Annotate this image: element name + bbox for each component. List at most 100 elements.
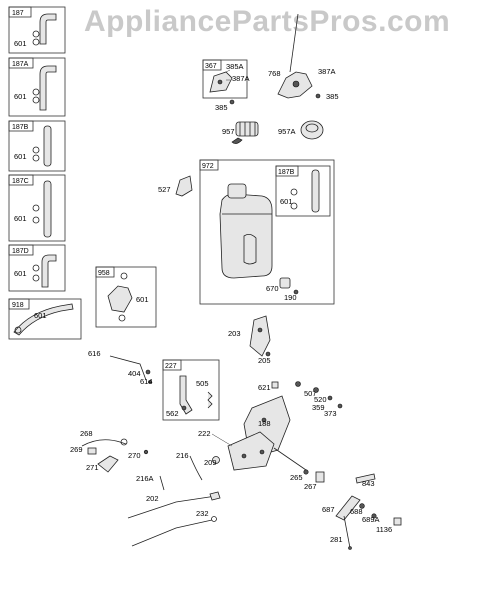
part-group-187B[interactable]: 187B 601 — [8, 120, 66, 172]
callout-957: 957 — [222, 127, 235, 136]
callout-188: 188 — [258, 419, 271, 428]
screw-icon — [315, 93, 321, 99]
part-group-918[interactable]: 918 601 — [8, 298, 82, 340]
screw-icon — [257, 327, 263, 333]
hose-straight-187C — [43, 180, 52, 238]
cable-268 — [81, 439, 127, 447]
callout-190: 190 — [284, 293, 297, 302]
callout-281: 281 — [330, 535, 343, 544]
callout-387A: 387A — [318, 67, 336, 76]
bracket-269 — [87, 447, 97, 455]
callout-621: 621 — [258, 383, 271, 392]
callout-1136: 1136 — [376, 525, 392, 534]
part-group-216A[interactable]: 216A — [136, 474, 165, 491]
callout-227: 227 — [165, 363, 177, 370]
callout-616: 616 — [88, 349, 101, 358]
part-group-957[interactable]: 957 — [222, 121, 259, 144]
hose-elbow-187D — [41, 254, 57, 288]
part-group-520[interactable]: 520 — [313, 387, 327, 405]
part-group-1136[interactable]: 1136 — [376, 517, 402, 534]
callout-216A: 216A — [136, 474, 154, 483]
clamp-icon — [32, 216, 40, 224]
clamp-icon — [32, 264, 40, 272]
part-group-957A[interactable]: 957A — [278, 120, 324, 140]
clamp-icon — [290, 188, 298, 196]
part-group-616[interactable]: 616 404 614 — [88, 349, 153, 386]
part-group-202[interactable]: 202 — [127, 491, 221, 519]
screw-icon — [241, 453, 247, 459]
part-group-527[interactable]: 527 — [158, 175, 193, 197]
callout-507: 507 — [304, 389, 317, 398]
part-group-227[interactable]: 227 505 562 — [162, 359, 220, 421]
box-958-tab — [95, 266, 115, 278]
hose-straight-187B — [43, 125, 52, 167]
part-group-688[interactable]: 688 — [350, 503, 365, 516]
control-lever-616 — [109, 355, 147, 381]
part-group-265[interactable]: 265 — [290, 469, 309, 482]
bushing-507 — [295, 381, 301, 387]
link-216A — [159, 475, 165, 491]
part-group-187[interactable]: 187 601 — [8, 6, 66, 54]
callout-562: 562 — [166, 409, 179, 418]
part-group-187C[interactable]: 187C 601 — [8, 174, 66, 242]
part-group-367[interactable]: 367 385A 387A — [202, 59, 250, 99]
clamp-icon — [32, 88, 40, 96]
box-227-tab — [162, 359, 182, 371]
washer-689A — [371, 513, 377, 519]
part-group-268[interactable]: 268 — [80, 429, 128, 447]
part-group-843[interactable]: 843 — [355, 473, 376, 488]
throttle-lever-227 — [179, 375, 193, 415]
box-367 — [202, 59, 248, 99]
part-group-216[interactable]: 216 — [176, 451, 203, 481]
clamp-icon — [32, 38, 40, 46]
part-group-271[interactable]: 271 — [86, 455, 119, 473]
part-group-373[interactable]: 373 — [324, 403, 343, 418]
part-group-768[interactable]: 768 387A 385 — [268, 13, 339, 101]
part-group-359[interactable]: 359 — [312, 395, 333, 412]
callout-601: 601 — [280, 197, 293, 206]
nut-1136 — [393, 517, 402, 526]
part-group-209[interactable]: 209 — [204, 456, 220, 468]
fuel-filter-670 — [279, 277, 291, 289]
lever-687 — [335, 495, 361, 521]
box-187B-inner-tab — [275, 165, 299, 177]
part-group-203[interactable]: 203 205 — [228, 315, 271, 365]
clamp-icon — [32, 146, 40, 154]
callout-527: 527 — [158, 185, 171, 194]
link-rod-281 — [343, 515, 351, 549]
box-187 — [8, 6, 66, 54]
part-group-972[interactable]: 972 187B 601 670 190 — [199, 159, 335, 305]
fuel-tank — [219, 193, 273, 279]
box-187C-tab — [8, 174, 34, 186]
callout-843: 843 — [362, 479, 375, 488]
callout-216: 216 — [176, 451, 189, 460]
part-group-958[interactable]: 958 601 — [95, 266, 157, 328]
cap-tether — [231, 137, 243, 144]
box-187A-tab — [8, 57, 34, 69]
bracket-527 — [175, 175, 193, 197]
part-group-267[interactable]: 267 — [304, 471, 325, 491]
leader-line — [225, 69, 231, 81]
part-group-232[interactable]: 232 — [131, 509, 217, 547]
part-group-507[interactable]: 507 — [295, 381, 317, 399]
clamp-icon — [32, 274, 40, 282]
part-group-187D[interactable]: 187D 601 — [8, 244, 66, 292]
part-group-687[interactable]: 687 — [322, 495, 361, 521]
part-group-270[interactable]: 270 — [128, 449, 149, 460]
screw-icon — [348, 546, 352, 550]
part-group-689A[interactable]: 689A — [362, 513, 380, 524]
part-group-281[interactable]: 281 — [330, 515, 352, 550]
callout-601: 601 — [14, 269, 27, 278]
part-group-621[interactable]: 621 — [258, 381, 279, 392]
callout-385A: 385A — [226, 62, 244, 71]
part-group-187A[interactable]: 187A 601 — [8, 57, 66, 117]
callout-689A: 689A — [362, 515, 380, 524]
box-187D-tab — [8, 244, 34, 256]
callout-768: 768 — [268, 69, 281, 78]
part-group-188-222[interactable]: 188 222 — [198, 395, 307, 471]
control-plate-222 — [227, 431, 275, 471]
callout-404: 404 — [128, 369, 141, 378]
part-group-269[interactable]: 269 — [70, 445, 97, 455]
watermark-text: AppliancePartsPros.com — [84, 5, 450, 38]
